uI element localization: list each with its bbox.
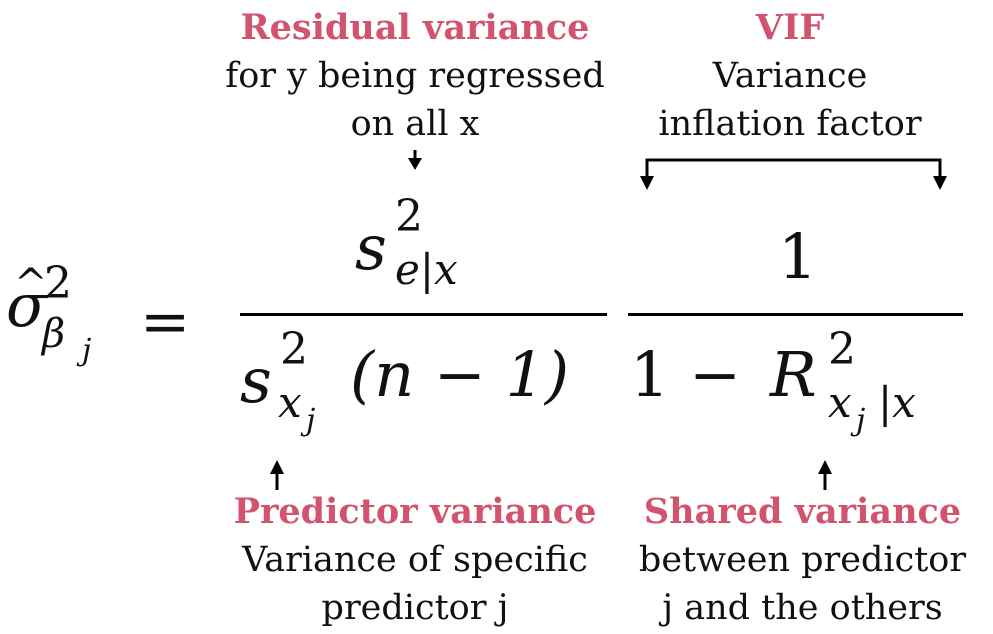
shared-variance-title: Shared variance xyxy=(643,491,962,532)
annotation-predictor-variance: Predictor variance Variance of specific … xyxy=(200,488,630,632)
vif-title: VIF xyxy=(755,7,825,48)
annotation-residual-variance: Residual variance for y being regressed … xyxy=(200,4,630,148)
predictor-arrow-icon xyxy=(270,460,284,490)
vif-line-1: Variance xyxy=(712,56,868,96)
num-superscript: 2 xyxy=(395,191,423,242)
vif-line-2: inflation factor xyxy=(658,104,922,144)
vif-bracket-icon xyxy=(640,158,947,190)
den2-R: R xyxy=(770,338,817,411)
lhs-sigma: σ xyxy=(6,271,47,341)
lhs-hat: ^ xyxy=(14,261,48,307)
equals-sign: = xyxy=(140,287,191,357)
den-factor: (n − 1) xyxy=(350,338,570,411)
predictor-variance-line-2: predictor j xyxy=(321,588,509,628)
den2-subscript-j: j xyxy=(856,403,866,438)
annotation-vif: VIF Variance inflation factor xyxy=(620,4,960,148)
predictor-variance-title: Predictor variance xyxy=(233,491,597,532)
residual-variance-line-1: for y being regressed xyxy=(225,56,605,96)
lhs-superscript: 2 xyxy=(44,258,72,309)
fraction2-bar xyxy=(628,313,963,316)
annotation-shared-variance: Shared variance between predictor j and … xyxy=(615,488,990,632)
residual-variance-line-2: on all x xyxy=(350,104,480,144)
fraction1-bar xyxy=(240,313,607,316)
den2-subscript-rest: |x xyxy=(878,378,916,427)
den2-superscript: 2 xyxy=(828,324,856,375)
den-superscript: 2 xyxy=(280,324,308,375)
fraction1-denominator: s 2 x j (n − 1) xyxy=(240,326,610,446)
num-subscript: e|x xyxy=(395,245,458,294)
den-s: s xyxy=(240,344,272,417)
residual-arrow-icon xyxy=(408,150,422,170)
fraction1-numerator: s 2 e|x xyxy=(355,195,515,305)
residual-variance-title: Residual variance xyxy=(240,7,590,48)
den-subscript-x: x xyxy=(278,378,302,427)
lhs-subscript-beta: β xyxy=(42,311,66,357)
den-subscript-j: j xyxy=(306,403,316,438)
shared-variance-line-1: between predictor xyxy=(638,540,967,580)
fraction2-numerator: 1 xyxy=(778,220,818,293)
lhs-subscript-j: j xyxy=(82,333,92,368)
predictor-variance-line-1: Variance of specific xyxy=(242,540,588,580)
num-s: s xyxy=(355,211,387,284)
shared-arrow-icon xyxy=(818,460,832,490)
den2-subscript-x: x xyxy=(828,378,852,427)
den2-prefix: 1 − xyxy=(630,338,742,411)
fraction2-denominator: 1 − R 2 x j |x xyxy=(630,326,970,446)
lhs-variance-symbol: σ ^ 2 β j xyxy=(0,262,140,382)
shared-variance-line-2: j and the others xyxy=(662,588,943,628)
